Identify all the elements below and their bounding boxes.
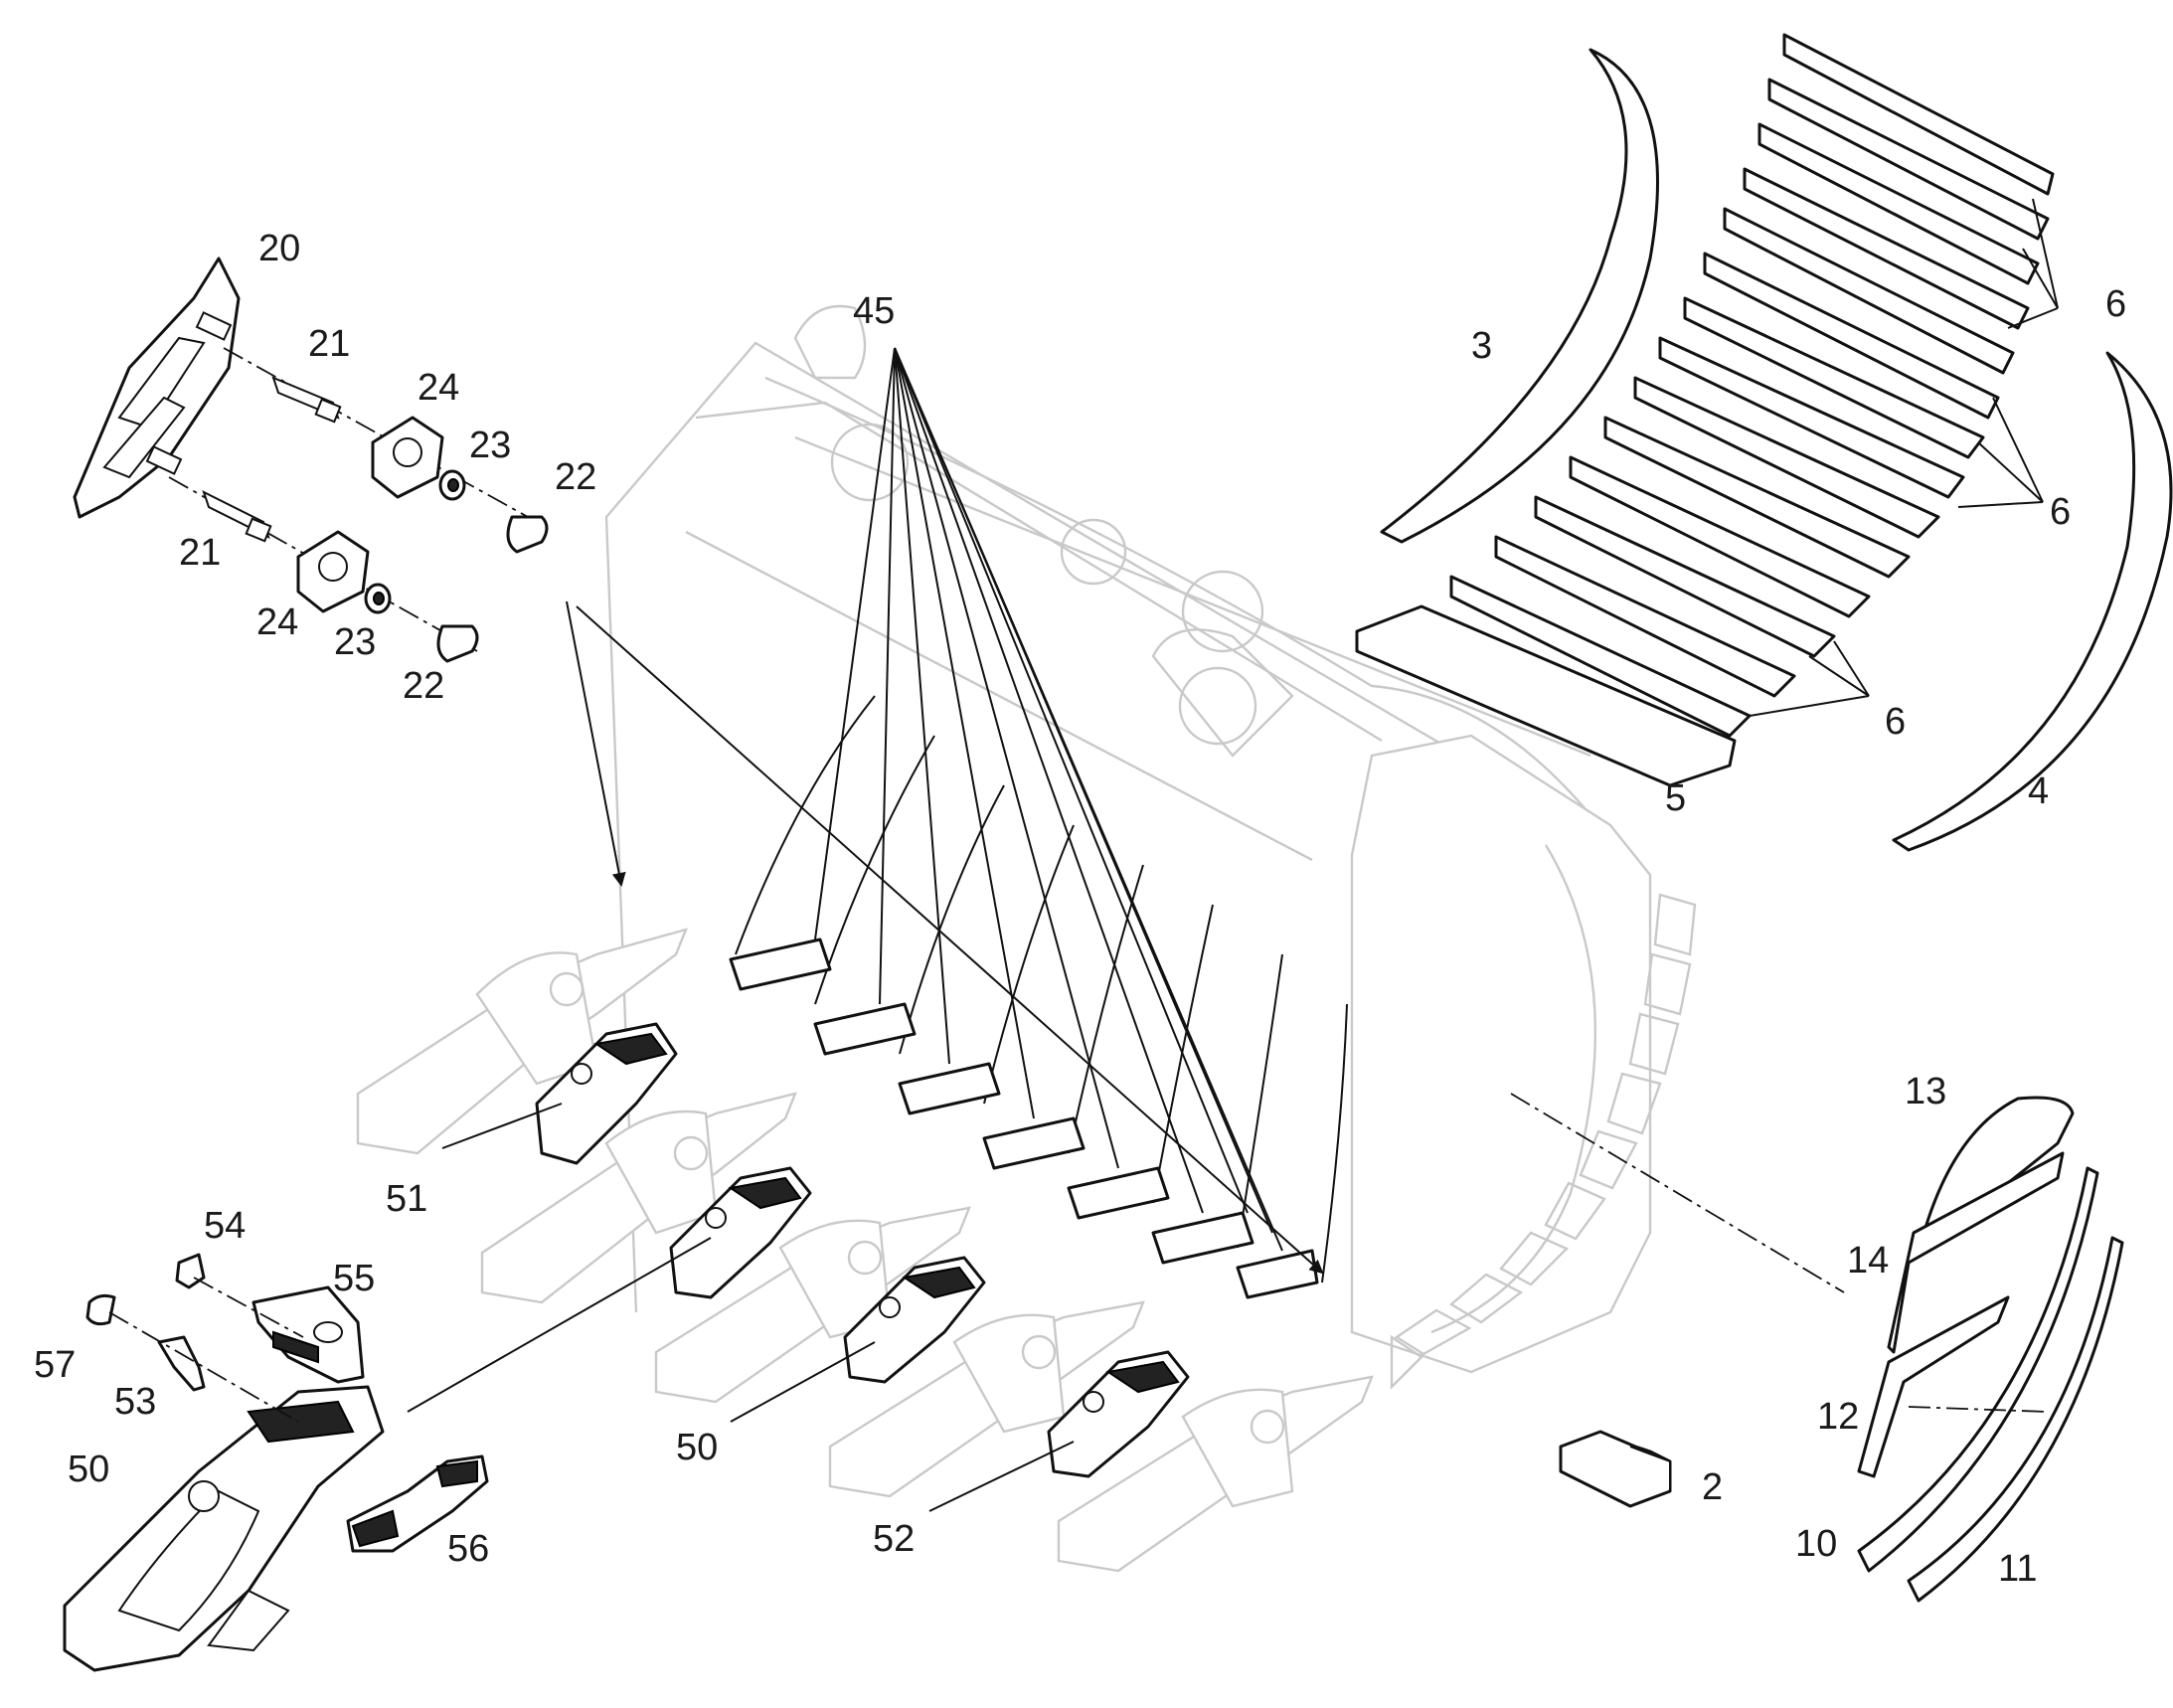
callout-4: 4: [2028, 770, 2049, 812]
callout-13: 13: [1905, 1071, 1946, 1112]
callout-45: 45: [853, 290, 895, 332]
callout-56: 56: [447, 1528, 489, 1570]
callout-55: 55: [333, 1258, 375, 1299]
wear-plate-14[interactable]: [1887, 1151, 2065, 1354]
adapter-assembly-20: [73, 256, 241, 519]
tooth-adapter-1: [356, 928, 689, 1155]
callout-22-upper: 22: [555, 456, 596, 498]
side-liner-3[interactable]: [1380, 48, 1659, 544]
tooth-adapter-2: [480, 1092, 797, 1304]
lock-56[interactable]: [346, 1454, 489, 1553]
callout-3: 3: [1471, 325, 1492, 367]
tooth-adapter-3: [654, 1206, 971, 1404]
callout-53: 53: [114, 1381, 156, 1423]
block-2[interactable]: [1559, 1430, 1672, 1508]
washer-23-lower[interactable]: [364, 583, 392, 614]
wear-plate-12[interactable]: [1857, 1295, 2010, 1478]
bucket-body: [604, 304, 1697, 1390]
callout-5: 5: [1665, 777, 1686, 819]
callout-21-upper: 21: [308, 323, 350, 365]
washer-23-upper[interactable]: [438, 469, 466, 501]
callout-54: 54: [204, 1205, 246, 1247]
cap-22-upper[interactable]: [506, 515, 549, 554]
retainer-24-lower[interactable]: [296, 530, 370, 613]
callout-57: 57: [34, 1344, 76, 1386]
callout-50-center: 50: [676, 1427, 718, 1468]
callout-23-lower: 23: [334, 621, 376, 663]
callout-24-lower: 24: [256, 601, 298, 643]
callout-23-upper: 23: [469, 425, 511, 466]
callout-20: 20: [258, 228, 300, 269]
shroud-50-c[interactable]: [843, 1256, 986, 1384]
pin-21-upper[interactable]: [223, 347, 538, 523]
callout-10: 10: [1795, 1523, 1837, 1565]
floor-liner-5[interactable]: [1355, 604, 1737, 787]
bushing-57[interactable]: [85, 1293, 116, 1326]
callout-51: 51: [386, 1178, 427, 1220]
cover-55[interactable]: [251, 1285, 365, 1384]
tooth-adapter-4: [828, 1300, 1145, 1498]
callout-labels: 2 3 4 5 6 6 6 10 11 12 13 14 20 21 21 22…: [34, 228, 2126, 1590]
callout-6-middle: 6: [2050, 491, 2071, 533]
shroud-52[interactable]: [1047, 1350, 1190, 1478]
side-edge-protectors: [1390, 893, 1697, 1390]
callout-2: 2: [1702, 1466, 1723, 1508]
pin-21-lower[interactable]: [168, 476, 478, 652]
callout-52: 52: [873, 1518, 915, 1560]
teeth-row: [356, 928, 1374, 1573]
callout-6-lower: 6: [1885, 701, 1906, 743]
callout-11: 11: [1998, 1548, 2037, 1590]
wear-plate-11[interactable]: [1907, 1236, 2124, 1603]
side-liner-4[interactable]: [1892, 351, 2173, 852]
callout-6-upper: 6: [2105, 283, 2126, 325]
cap-22-lower[interactable]: [436, 624, 479, 663]
callout-21-lower: 21: [179, 532, 221, 574]
liner-stack-6[interactable]: [1449, 33, 2055, 738]
callout-24-upper: 24: [418, 367, 459, 409]
shroud-50-exploded[interactable]: [63, 1385, 385, 1672]
clip-54[interactable]: [175, 1253, 304, 1338]
tooth-adapter-5: [1057, 1375, 1374, 1573]
callout-22-lower: 22: [403, 665, 444, 707]
wear-plate-10[interactable]: [1857, 1166, 2099, 1573]
callout-50-left: 50: [68, 1449, 109, 1490]
leader-lines: [407, 198, 2059, 1512]
shroud-50-b[interactable]: [669, 1166, 812, 1299]
retainer-24-upper[interactable]: [371, 416, 444, 499]
callout-14: 14: [1847, 1240, 1889, 1281]
shroud-51[interactable]: [535, 1022, 678, 1165]
floor-liner-ribs: [729, 695, 1348, 1299]
pin-53[interactable]: [108, 1311, 299, 1423]
callout-12: 12: [1817, 1396, 1859, 1438]
